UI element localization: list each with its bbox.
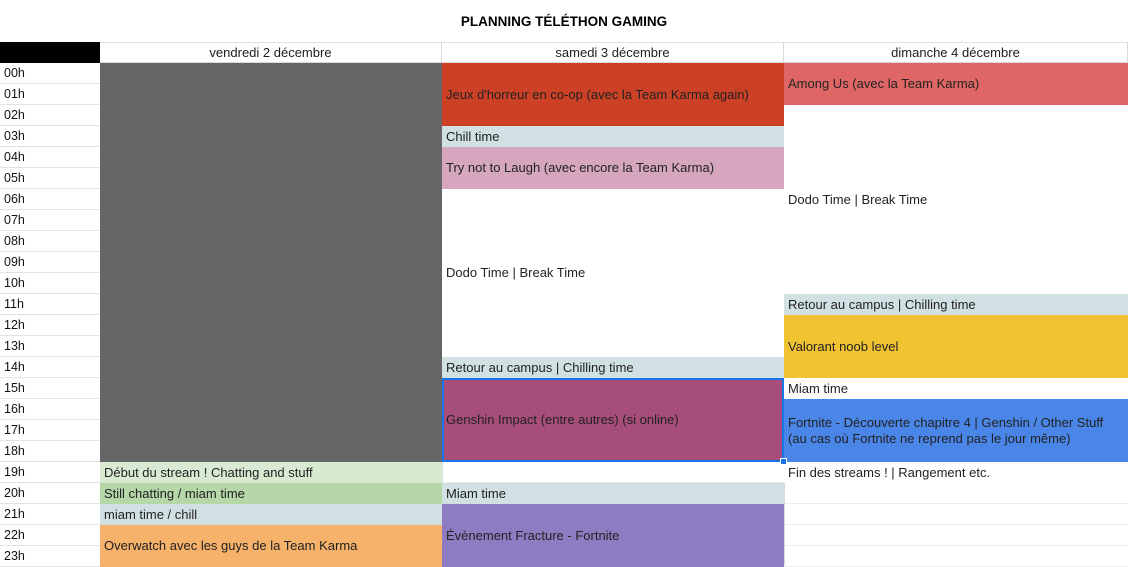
hour-label-09h[interactable]: 09h: [0, 252, 100, 273]
hour-label-00h[interactable]: 00h: [0, 63, 100, 84]
day-header-sunday[interactable]: dimanche 4 décembre: [784, 42, 1128, 63]
hour-label-04h[interactable]: 04h: [0, 147, 100, 168]
hour-label-15h[interactable]: 15h: [0, 378, 100, 399]
event-fri-overwatch[interactable]: Overwatch avec les guys de la Team Karma: [100, 525, 442, 567]
event-sat-chill[interactable]: Chill time: [442, 126, 784, 147]
hour-label-18h[interactable]: 18h: [0, 441, 100, 462]
friday-blocked-cell[interactable]: [100, 63, 442, 462]
event-sat-horreur[interactable]: Jeux d'horreur en co-op (avec la Team Ka…: [442, 63, 784, 126]
event-sun-retour[interactable]: Retour au campus | Chilling time: [784, 294, 1128, 315]
event-sat-miam[interactable]: Miam time: [442, 483, 784, 504]
event-sat-genshin[interactable]: Genshin Impact (entre autres) (si online…: [442, 378, 784, 462]
hour-label-03h[interactable]: 03h: [0, 126, 100, 147]
hour-label-12h[interactable]: 12h: [0, 315, 100, 336]
event-sat-fracture[interactable]: Évènement Fracture - Fortnite: [442, 504, 784, 567]
hour-label-16h[interactable]: 16h: [0, 399, 100, 420]
hour-label-17h[interactable]: 17h: [0, 420, 100, 441]
hour-label-13h[interactable]: 13h: [0, 336, 100, 357]
hour-label-01h[interactable]: 01h: [0, 84, 100, 105]
event-sun-fin[interactable]: Fin des streams ! | Rangement etc.: [784, 462, 1128, 483]
day-header-friday[interactable]: vendredi 2 décembre: [100, 42, 442, 63]
hour-label-23h[interactable]: 23h: [0, 546, 100, 567]
hour-label-02h[interactable]: 02h: [0, 105, 100, 126]
hour-label-14h[interactable]: 14h: [0, 357, 100, 378]
hour-label-21h[interactable]: 21h: [0, 504, 100, 525]
selection-fill-handle[interactable]: [780, 458, 787, 465]
hour-label-07h[interactable]: 07h: [0, 210, 100, 231]
corner-cell[interactable]: [0, 42, 100, 63]
event-fri-debut[interactable]: Début du stream ! Chatting and stuff: [100, 462, 442, 483]
hour-label-20h[interactable]: 20h: [0, 483, 100, 504]
event-fri-miam[interactable]: miam time / chill: [100, 504, 442, 525]
hour-label-06h[interactable]: 06h: [0, 189, 100, 210]
event-sun-valorant[interactable]: Valorant noob level: [784, 315, 1128, 378]
hour-label-05h[interactable]: 05h: [0, 168, 100, 189]
event-fri-still-chatting[interactable]: Still chatting / miam time: [100, 483, 442, 504]
event-sat-dodo[interactable]: Dodo Time | Break Time: [442, 189, 784, 357]
hour-label-11h[interactable]: 11h: [0, 294, 100, 315]
hour-label-22h[interactable]: 22h: [0, 525, 100, 546]
event-sat-laugh[interactable]: Try not to Laugh (avec encore la Team Ka…: [442, 147, 784, 189]
hour-label-10h[interactable]: 10h: [0, 273, 100, 294]
event-sun-dodo[interactable]: Dodo Time | Break Time: [784, 105, 1128, 294]
sheet-title[interactable]: PLANNING TÉLÉTHON GAMING: [460, 13, 668, 29]
hour-label-19h[interactable]: 19h: [0, 462, 100, 483]
title-divider: [0, 42, 1128, 43]
event-sun-among-us[interactable]: Among Us (avec la Team Karma): [784, 63, 1128, 105]
day-header-saturday[interactable]: samedi 3 décembre: [442, 42, 784, 63]
event-sun-fortnite[interactable]: Fortnite - Découverte chapitre 4 | Gensh…: [784, 399, 1128, 462]
grid-row-line: [100, 482, 1128, 483]
event-sat-retour[interactable]: Retour au campus | Chilling time: [442, 357, 784, 378]
event-sun-miam[interactable]: Miam time: [784, 378, 1128, 399]
hour-label-08h[interactable]: 08h: [0, 231, 100, 252]
